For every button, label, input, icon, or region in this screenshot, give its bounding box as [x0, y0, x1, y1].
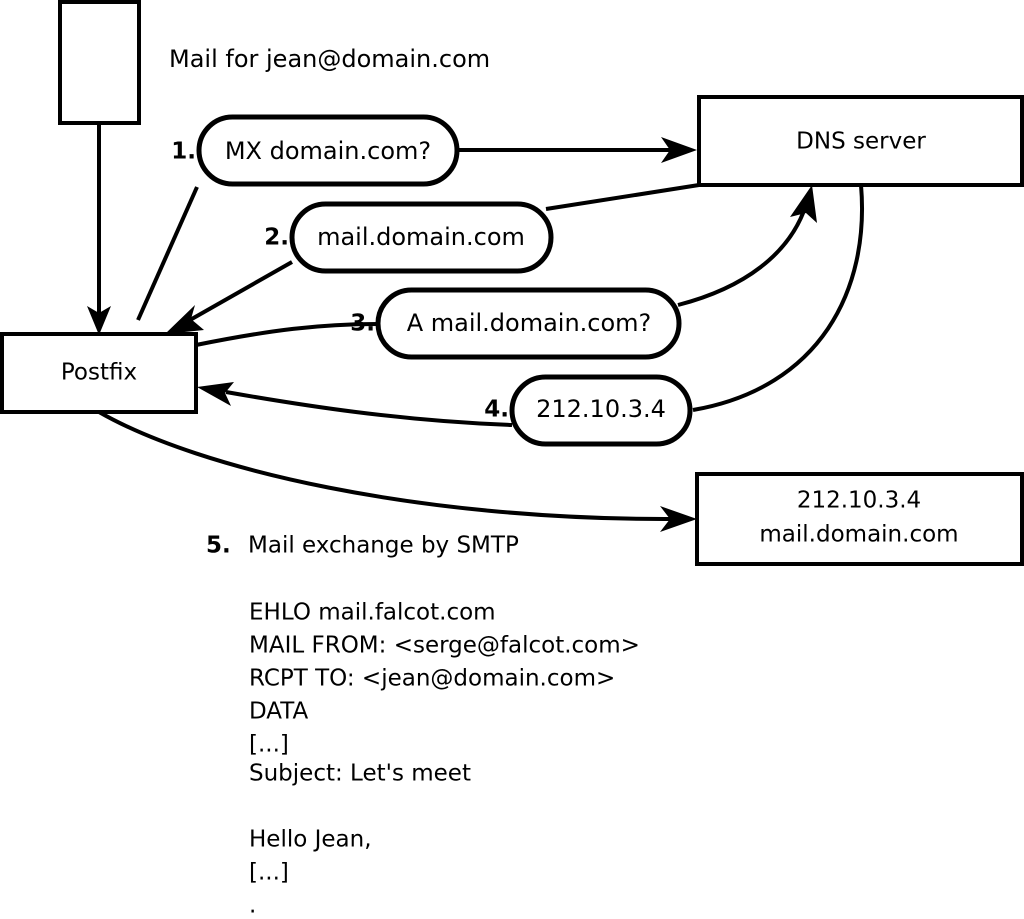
connector-postfix-to-step3 — [195, 322, 379, 347]
step-4-label: 212.10.3.4 — [536, 395, 666, 423]
connector-postfix-to-mailserver — [98, 410, 673, 522]
source-node — [58, 0, 141, 125]
transcript-line-5: [...] — [249, 732, 289, 758]
step-2-label: mail.domain.com — [317, 223, 525, 251]
diagram-title: Mail for jean@domain.com — [169, 45, 490, 73]
step-5-label: Mail exchange by SMTP — [248, 533, 519, 559]
postfix-node-label: Postfix — [61, 360, 137, 386]
step-4-bubble — [509, 374, 693, 447]
connector-postfix-to-step1 — [136, 186, 199, 321]
transcript-line-3: RCPT TO: <jean@domain.com> — [249, 666, 615, 692]
step-1-bubble — [196, 114, 460, 187]
arrowhead-postfix-to-mailserver — [660, 506, 697, 532]
transcript-line-1: EHLO mail.falcot.com — [249, 600, 496, 626]
step-1-label: MX domain.com? — [225, 137, 431, 165]
step-2-number: 2. — [264, 225, 289, 251]
step-3-number: 3. — [350, 311, 375, 337]
dns-server-node — [697, 95, 1024, 187]
connector-step4-to-postfix — [225, 390, 513, 427]
connector-step2-to-postfix — [189, 260, 293, 322]
transcript-line-10: . — [249, 893, 256, 919]
transcript-line-9: [...] — [249, 860, 289, 886]
connector-dns-to-step4 — [692, 184, 864, 412]
dns-server-node-label: DNS server — [796, 129, 926, 155]
arrowhead-step2-to-postfix — [165, 305, 204, 334]
transcript-line-2: MAIL FROM: <serge@falcot.com> — [249, 633, 640, 659]
connector-dns-to-step2 — [545, 183, 700, 211]
mail-server-host-label: mail.domain.com — [759, 522, 958, 548]
transcript-line-4: DATA — [249, 699, 309, 725]
step-3-label: A mail.domain.com? — [407, 309, 652, 337]
step-4-number: 4. — [484, 397, 509, 423]
step-5-number: 5. — [206, 533, 231, 559]
arrowhead-step3-to-dns — [790, 185, 817, 223]
postfix-node — [0, 332, 198, 414]
arrowhead-step1-to-dns — [661, 137, 697, 163]
arrowhead-source-to-postfix — [87, 306, 111, 335]
arrowhead-step4-to-postfix — [197, 382, 234, 406]
step-3-bubble — [375, 287, 682, 360]
step-1-number: 1. — [171, 139, 196, 165]
step-2-bubble — [289, 201, 554, 274]
mail-server-ip-label: 212.10.3.4 — [797, 488, 921, 514]
connector-step3-to-dns — [677, 204, 808, 307]
transcript-line-6: Subject: Let's meet — [249, 761, 471, 787]
transcript-line-8: Hello Jean, — [249, 827, 372, 853]
